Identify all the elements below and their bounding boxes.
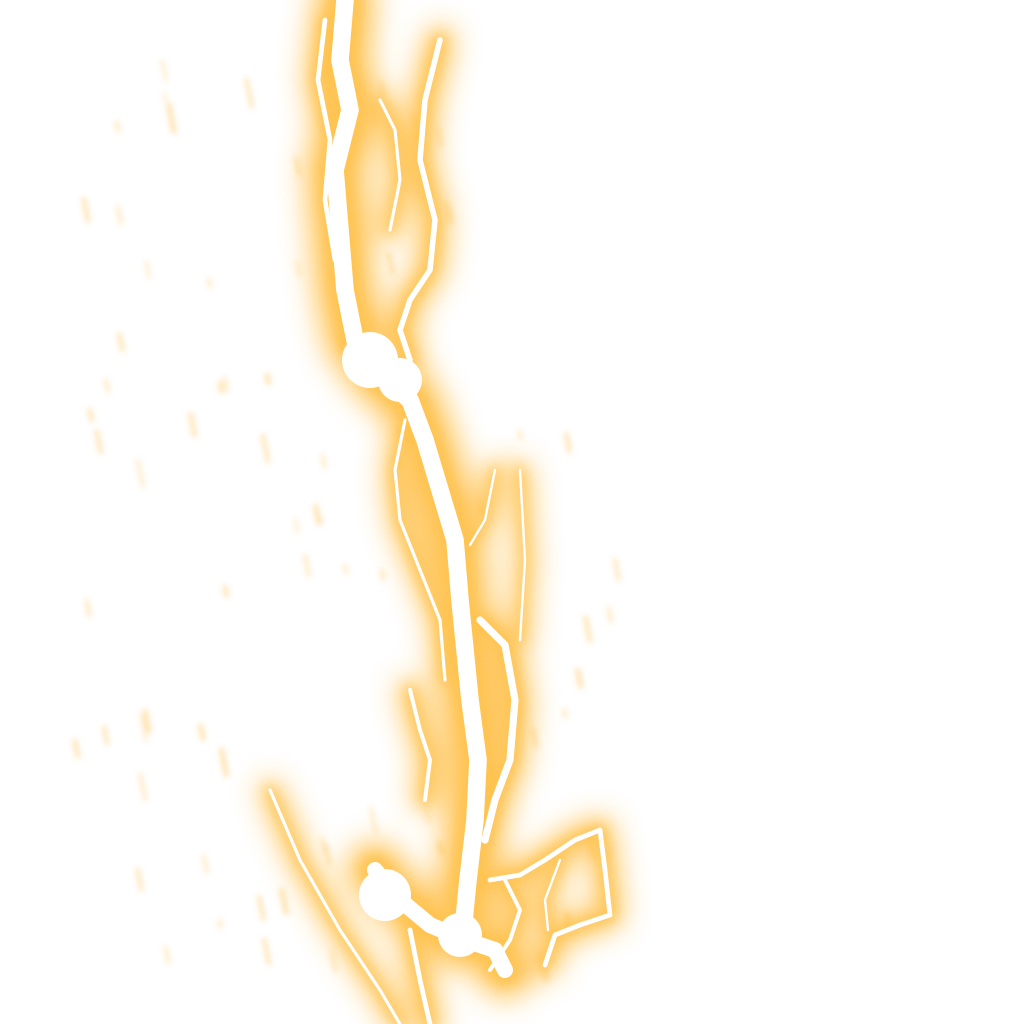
branch-left-lower-core bbox=[408, 688, 432, 802]
sparkle bbox=[262, 937, 271, 966]
sparkle bbox=[295, 259, 301, 277]
sparkle bbox=[313, 503, 321, 525]
sparkle bbox=[140, 714, 148, 742]
left-strand-core bbox=[315, 17, 338, 263]
bottom-fork-mid-core bbox=[488, 878, 522, 972]
bolt-flare bbox=[438, 913, 482, 957]
sparkle bbox=[294, 517, 299, 534]
sparkle bbox=[84, 598, 92, 618]
sparkle bbox=[260, 433, 270, 463]
sparkle bbox=[575, 667, 584, 689]
sparkle bbox=[166, 102, 177, 135]
right-loop-core bbox=[476, 616, 519, 844]
sparkle bbox=[217, 381, 224, 394]
inner-lower-strand-core bbox=[393, 418, 447, 682]
right-spark-2-core bbox=[518, 468, 527, 642]
sparkle bbox=[142, 709, 152, 733]
sparkle bbox=[202, 854, 209, 874]
sparkle bbox=[369, 806, 377, 834]
sparkle bbox=[138, 772, 147, 802]
sparkle bbox=[613, 557, 621, 582]
sparkle bbox=[447, 209, 453, 224]
main-bolt-core bbox=[326, 0, 487, 949]
sparkle bbox=[386, 251, 395, 275]
sparkle bbox=[583, 615, 593, 643]
sparkle bbox=[145, 260, 151, 279]
sparkle bbox=[321, 454, 327, 469]
sparkle bbox=[163, 92, 168, 103]
sparkle bbox=[188, 412, 197, 438]
right-spark-core bbox=[468, 468, 497, 547]
sparkle bbox=[222, 584, 229, 598]
sparkle bbox=[217, 919, 223, 929]
sparkle bbox=[303, 553, 311, 578]
bolt-flare bbox=[359, 869, 411, 921]
sparkle bbox=[198, 723, 206, 742]
sparkle bbox=[102, 725, 109, 746]
sparkle bbox=[530, 727, 538, 749]
sparkle bbox=[294, 156, 301, 177]
sparkle bbox=[264, 372, 271, 386]
sparkle bbox=[323, 843, 331, 866]
sparkle bbox=[104, 378, 110, 393]
bottom-spark-core bbox=[543, 858, 562, 932]
sparkle bbox=[223, 376, 229, 392]
sparkle bbox=[116, 205, 123, 225]
sparkle bbox=[161, 59, 168, 82]
bottom-tail-core bbox=[407, 927, 433, 1024]
sparkle bbox=[330, 950, 337, 974]
sparkle bbox=[114, 120, 120, 134]
sparkle bbox=[436, 127, 443, 148]
sparkle bbox=[564, 432, 572, 454]
sparkle bbox=[607, 606, 613, 624]
sparkle bbox=[81, 196, 91, 223]
sparkle bbox=[207, 277, 212, 288]
sparkle bbox=[117, 332, 125, 353]
inner-strand-core bbox=[378, 98, 402, 232]
sparkle bbox=[87, 408, 94, 423]
sparkle bbox=[136, 458, 145, 489]
sparkle bbox=[218, 747, 229, 778]
right-upper-strand-core bbox=[397, 37, 443, 363]
sparkle bbox=[279, 887, 289, 916]
sparkle bbox=[164, 945, 170, 965]
sparkle bbox=[244, 77, 254, 109]
sparkle bbox=[518, 429, 523, 441]
sparkle bbox=[94, 429, 103, 454]
bottom-fork-right-core bbox=[487, 827, 613, 968]
sparkle bbox=[72, 738, 81, 759]
bolt-flare bbox=[378, 358, 422, 402]
sparkle bbox=[135, 867, 144, 892]
sparkle bbox=[343, 563, 348, 575]
sparkle bbox=[320, 836, 327, 855]
bottom-streak-core bbox=[268, 788, 402, 1024]
bolt-glow bbox=[258, 0, 624, 1024]
sparkle bbox=[257, 895, 266, 921]
sparkle bbox=[562, 708, 568, 719]
sparkle bbox=[380, 568, 385, 581]
